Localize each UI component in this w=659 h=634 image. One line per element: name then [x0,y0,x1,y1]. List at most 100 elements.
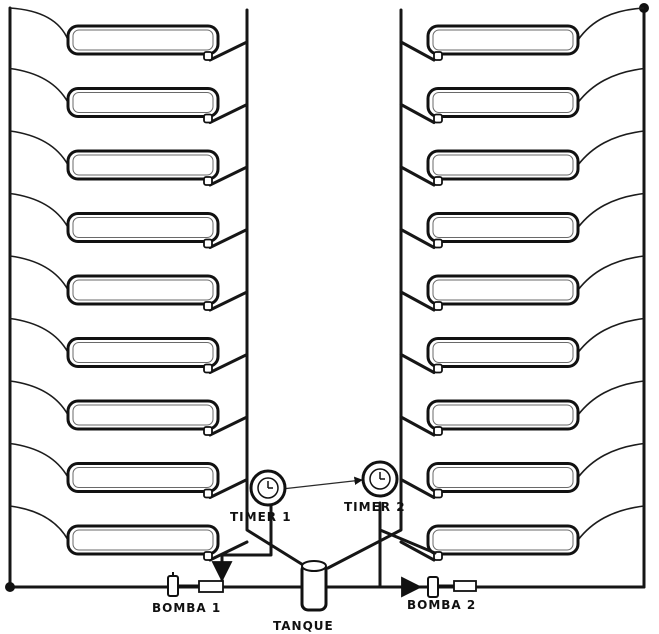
tube-body [426,87,580,118]
tube-outlet [203,488,213,499]
tube-outlet [203,551,213,561]
hose [577,505,645,541]
tube-outlet [203,176,213,186]
left-junction-dot [5,582,15,592]
hose [577,7,645,41]
tube-inner [72,279,214,301]
drain-pipe [208,228,249,249]
right-tube-rack [399,7,645,562]
pump-2: BOMBA 2 [400,576,477,612]
tank-manifold [220,483,437,589]
timer-2-label: TIMER 2 [344,500,406,514]
pump-1: BOMBA 1 [152,561,233,615]
hose [577,317,645,353]
tube-inner [432,217,574,238]
tube-inner [432,404,574,426]
tube-body [66,399,220,431]
left-tube-3 [9,130,249,187]
drain-pipe [399,415,436,437]
tube-outlet [433,176,443,186]
drain-pipe [208,290,249,312]
tube-outlet [433,113,443,124]
drain-pipe [399,290,436,312]
hose [9,255,69,291]
pump-2-label: BOMBA 2 [407,598,476,612]
tube-outlet [433,51,443,61]
hose [577,192,645,228]
hose [9,67,69,103]
tube-outlet [203,426,213,436]
tube-body [66,524,220,556]
tube-inner [432,279,574,301]
tube-outlet [433,488,443,499]
hose [9,7,69,41]
tube-inner [72,467,214,488]
tube-inner [72,29,214,51]
drain-pipe [399,103,436,124]
tube-body [426,274,580,306]
drain-pipe [399,478,436,499]
left-tube-2 [9,67,249,124]
tube-body [66,212,220,243]
right-tube-7 [399,380,645,437]
tube-body [66,24,220,56]
tube-inner [72,404,214,426]
left-tube-9 [9,505,249,562]
tube-body [426,337,580,368]
tube-outlet [203,51,213,61]
clock-icon [361,460,399,498]
right-branch-pipe [378,528,437,555]
tube-body [426,524,580,556]
pump-icon [427,576,477,598]
hose [9,380,69,416]
tube-inner [72,92,214,113]
hose [577,130,645,166]
pump-1-label: BOMBA 1 [152,601,221,615]
drain-pipe [208,540,249,562]
tube-outlet [433,301,443,311]
timer-link-line [281,476,363,490]
tube-inner [432,29,574,51]
right-tube-6 [399,317,645,374]
tube-inner [432,529,574,551]
hose [9,442,69,478]
tube-outlet [203,301,213,311]
hose [9,192,69,228]
left-tube-5 [9,255,249,312]
drain-pipe [399,353,436,374]
tank: TANQUE [273,560,333,633]
right-manifold-pipe [326,483,403,570]
tube-outlet [203,238,213,249]
tube-body [66,337,220,368]
tube-inner [72,529,214,551]
right-tube-2 [399,67,645,124]
right-tube-9 [399,505,645,562]
drain-pipe [399,540,436,562]
drain-pipe [208,103,249,124]
timer-2: TIMER 2 [344,460,406,514]
clock-icon [249,469,287,507]
tube-outlet [203,113,213,124]
tube-inner [432,154,574,176]
left-manifold-pipe [245,483,310,570]
hose [9,317,69,353]
left-tube-8 [9,442,249,499]
tube-body [66,149,220,181]
tube-inner [72,342,214,363]
hose [577,67,645,103]
tube-body [66,462,220,493]
right-tube-5 [399,255,645,312]
tube-outlet [433,426,443,436]
tube-inner [432,467,574,488]
hose [9,130,69,166]
tube-body [426,149,580,181]
left-tube-7 [9,380,249,437]
tube-inner [72,154,214,176]
tube-body [426,462,580,493]
tube-inner [432,92,574,113]
tube-body [426,212,580,243]
drain-pipe [208,165,249,187]
tube-outlet [433,238,443,249]
tube-body [426,399,580,431]
